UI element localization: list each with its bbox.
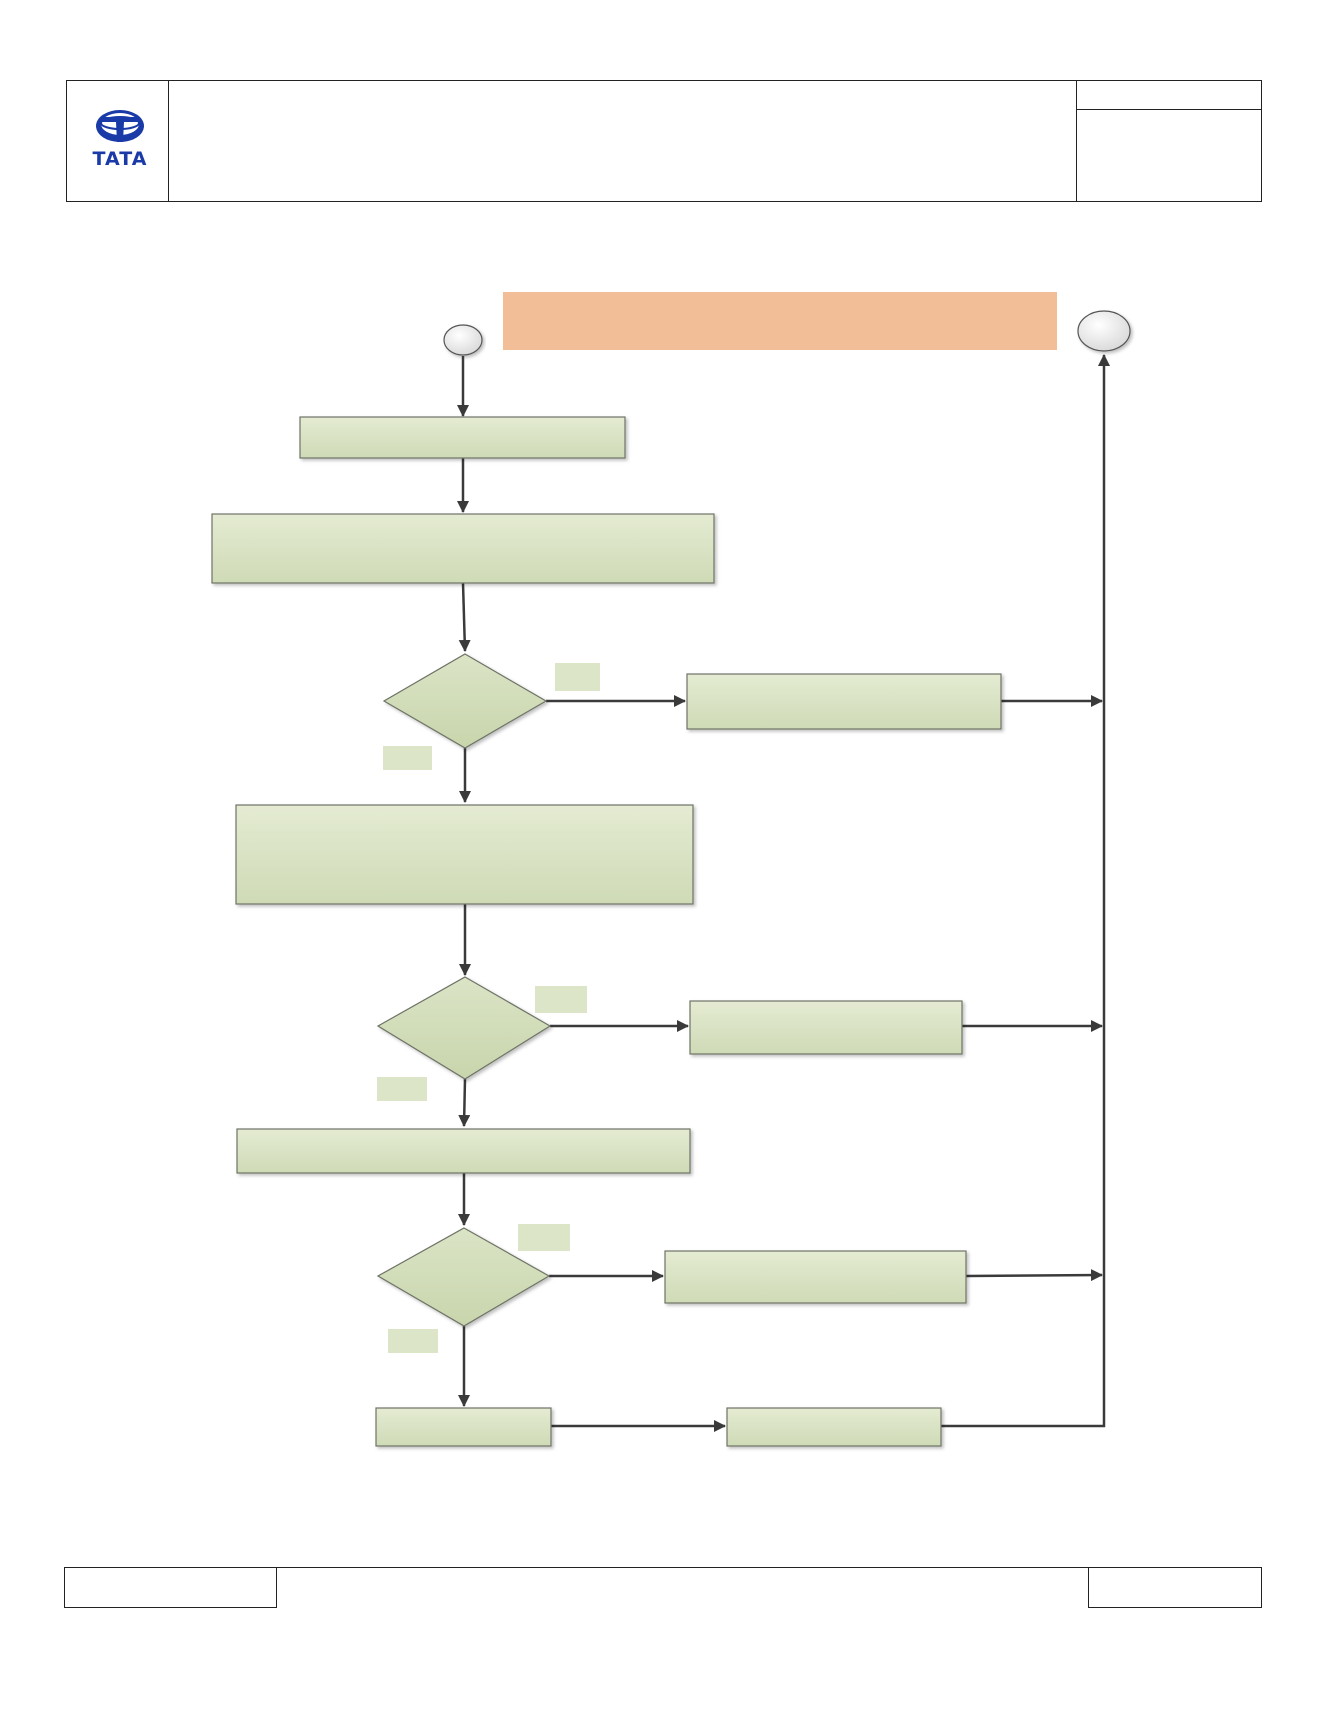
process-step-4: [235, 804, 694, 905]
doc-info-divider: [1076, 80, 1262, 110]
process-step-1: [299, 416, 626, 459]
decision-3: [376, 1227, 551, 1327]
branch-labels: [377, 663, 600, 1353]
branch-label-4: [377, 1077, 427, 1101]
process-step-9: [726, 1407, 942, 1447]
process-step-6: [236, 1128, 691, 1174]
process-step-5: [689, 1000, 963, 1055]
footer-left-cell: [64, 1567, 277, 1608]
branch-label-3: [535, 986, 587, 1013]
process-step-2: [211, 513, 715, 584]
branch-label-1: [555, 663, 600, 691]
process-step-7: [664, 1250, 967, 1304]
logo-cell: [66, 80, 169, 202]
process-step-3: [686, 673, 1002, 730]
decision-nodes: [376, 653, 552, 1327]
branch-label-6: [388, 1329, 438, 1353]
start-node: [443, 324, 483, 356]
logo-wordmark: TATA: [92, 148, 148, 170]
decision-1: [382, 653, 548, 749]
branch-label-2: [383, 746, 432, 770]
process-step-8: [375, 1407, 552, 1447]
end-node: [1077, 310, 1131, 352]
footer-frame: [64, 1567, 1262, 1608]
connectors: [457, 354, 1110, 1432]
branch-label-5: [518, 1224, 570, 1251]
footer-right-cell: [1088, 1567, 1262, 1608]
decision-2: [376, 976, 552, 1080]
banner: [503, 292, 1057, 350]
process-boxes: [211, 416, 1002, 1447]
